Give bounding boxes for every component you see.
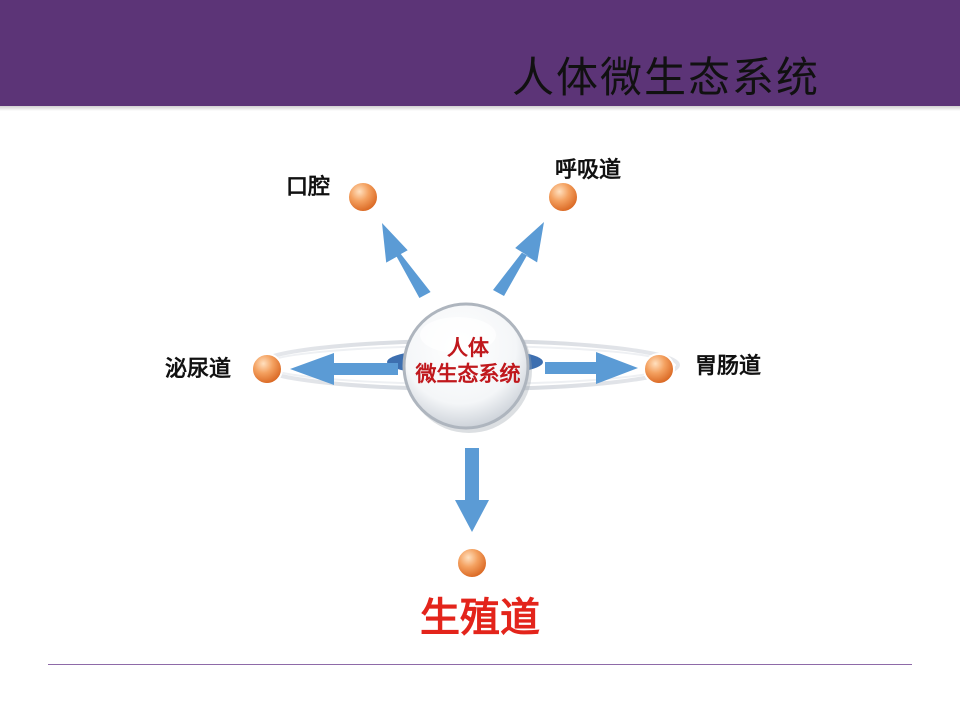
center-label-line2: 微生态系统 <box>415 362 521 386</box>
label-oral: 口腔 <box>286 175 331 200</box>
node-urinary <box>251 353 283 385</box>
node-respiratory <box>547 181 579 213</box>
center-label-line1: 人体 <box>447 336 489 360</box>
arrow-to-oral <box>382 223 431 298</box>
center-label: 人体 微生态系统 <box>398 335 538 387</box>
arrow-to-urinary <box>290 353 398 385</box>
arrow-to-gi <box>545 352 638 384</box>
node-gi <box>643 353 675 385</box>
arrow-to-reproductive <box>455 448 489 532</box>
node-oral <box>347 181 379 213</box>
node-reproductive <box>456 547 488 579</box>
label-reproductive: 生殖道 <box>420 595 540 641</box>
label-gastrointestinal: 胃肠道 <box>695 354 762 379</box>
arrow-to-respiratory <box>493 222 544 296</box>
footer-divider <box>48 664 912 665</box>
slide-title: 人体微生态系统 <box>511 53 820 102</box>
center-sphere-gloss <box>420 317 496 353</box>
header-shadow <box>0 106 960 111</box>
header-bar <box>0 0 960 106</box>
label-respiratory: 呼吸道 <box>555 158 622 183</box>
label-urinary: 泌尿道 <box>165 357 232 382</box>
